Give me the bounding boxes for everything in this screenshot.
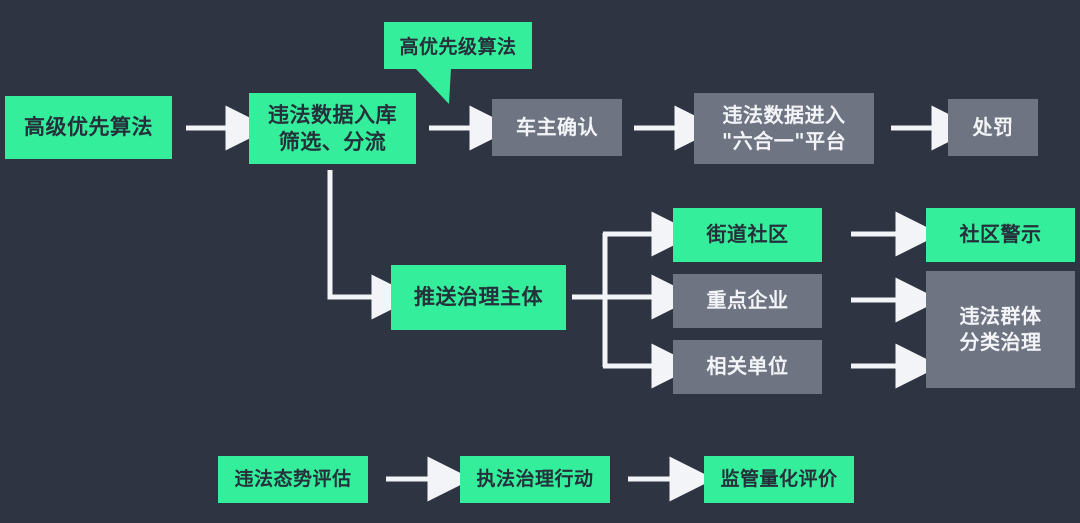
node-street-community-label: 街道社区: [706, 222, 789, 247]
branch-bracket-push-governance: [572, 211, 697, 389]
node-regulatory-quant-evaluation-label: 监管量化评价: [720, 468, 838, 491]
node-enforcement-action-label: 执法治理行动: [476, 468, 594, 491]
node-violation-data-intake[interactable]: 违法数据入库 筛选、分流: [249, 93, 416, 164]
node-violation-situation-assessment-label: 违法态势评估: [234, 468, 352, 491]
node-owner-confirm-label: 车主确认: [516, 114, 598, 139]
node-six-in-one-platform[interactable]: 违法数据进入 "六合一"平台: [694, 93, 874, 164]
node-community-warning-label: 社区警示: [959, 222, 1042, 247]
callout-high-priority-algorithm[interactable]: 高优先级算法: [384, 22, 532, 69]
node-related-unit[interactable]: 相关单位: [673, 340, 822, 394]
callout-high-priority-algorithm-label: 高优先级算法: [399, 36, 517, 58]
node-push-governance-entity[interactable]: 推送治理主体: [391, 265, 566, 330]
node-penalty[interactable]: 处罚: [948, 99, 1038, 156]
node-owner-confirm[interactable]: 车主确认: [492, 99, 622, 156]
node-related-unit-label: 相关单位: [706, 354, 789, 379]
node-key-enterprise[interactable]: 重点企业: [673, 274, 822, 328]
node-community-warning[interactable]: 社区警示: [926, 208, 1075, 262]
node-enforcement-action[interactable]: 执法治理行动: [460, 456, 610, 503]
node-push-governance-entity-label: 推送治理主体: [414, 285, 543, 310]
node-regulatory-quant-evaluation[interactable]: 监管量化评价: [704, 456, 854, 503]
node-street-community[interactable]: 街道社区: [673, 208, 822, 262]
node-violation-data-intake-label: 违法数据入库 筛选、分流: [268, 102, 397, 154]
node-violation-group-governance[interactable]: 违法群体 分类治理: [926, 271, 1075, 388]
node-violation-situation-assessment[interactable]: 违法态势评估: [218, 456, 368, 503]
callout-tail-triangle-icon: [415, 68, 451, 104]
node-violation-group-governance-label: 违法群体 分类治理: [959, 303, 1042, 354]
node-penalty-label: 处罚: [972, 114, 1014, 139]
node-six-in-one-platform-label: 违法数据进入 "六合一"平台: [721, 102, 847, 153]
node-key-enterprise-label: 重点企业: [706, 288, 789, 313]
elbow-intake-to-push-governance: [327, 170, 417, 320]
node-advanced-priority-algorithm[interactable]: 高级优先算法: [5, 96, 172, 159]
node-advanced-priority-algorithm-label: 高级优先算法: [24, 115, 153, 140]
